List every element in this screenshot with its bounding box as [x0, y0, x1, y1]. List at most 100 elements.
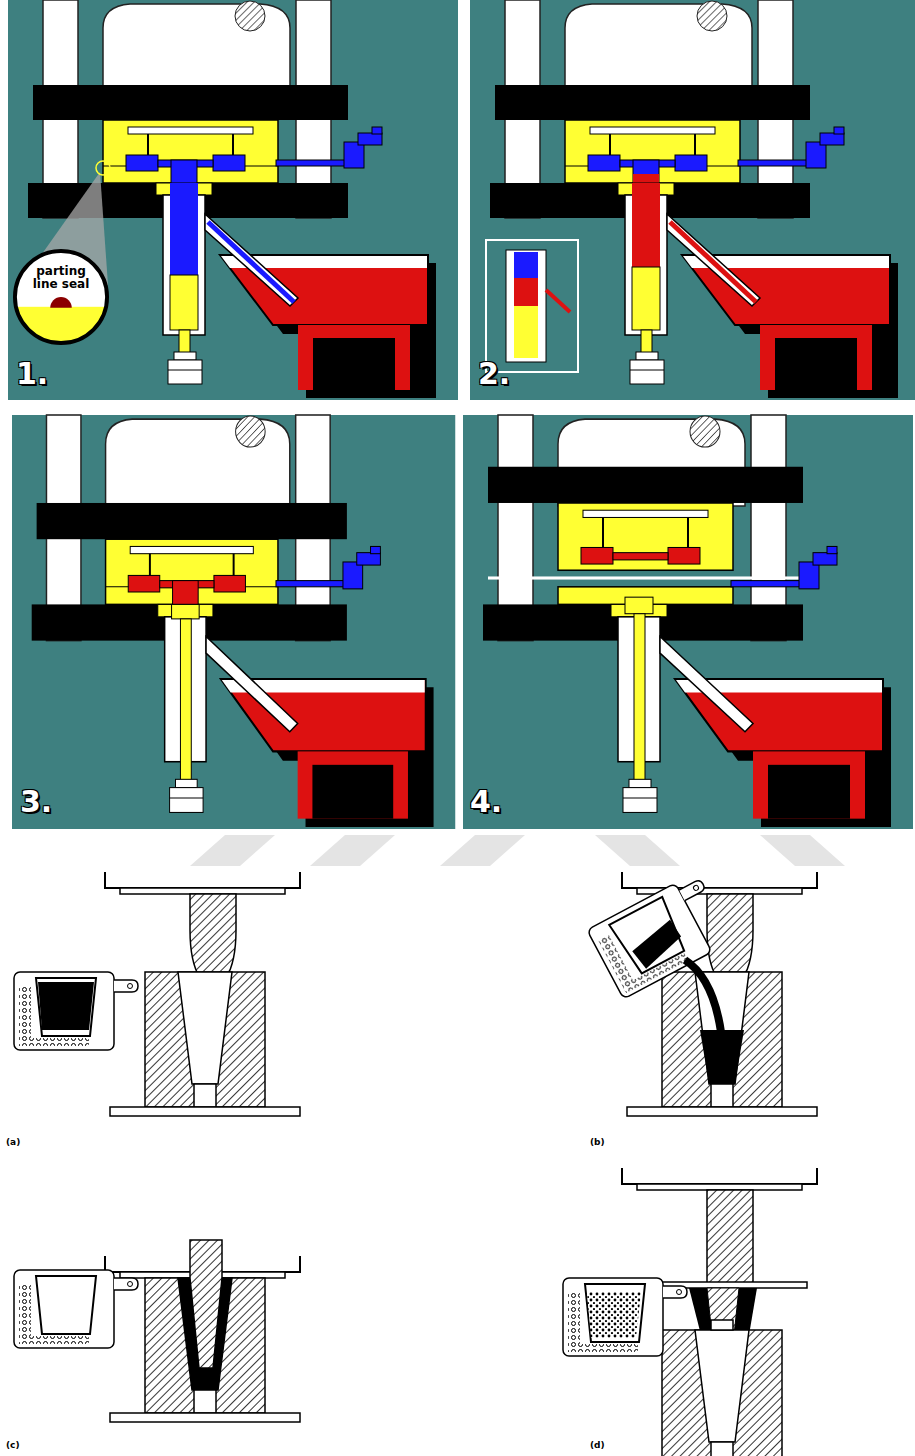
- inset-detail: [486, 240, 578, 372]
- squeeze-step-d: [563, 1168, 817, 1456]
- panel-1: [96, 161, 110, 175]
- squeeze-step-a: [190, 894, 236, 978]
- node-text: parting line seal: [12, 265, 110, 291]
- squeeze-step-b: [587, 872, 733, 999]
- squeeze-step-c: [190, 1240, 222, 1368]
- squeeze-step-c: [14, 1270, 138, 1348]
- squeeze-step-a: [14, 972, 138, 1050]
- step-number: 3.: [20, 784, 52, 819]
- subfigure-label: (c): [6, 1440, 20, 1450]
- squeeze-step-b: [587, 872, 733, 999]
- panel-4: [625, 597, 653, 614]
- panel-4: [602, 517, 604, 547]
- watermark: [310, 835, 395, 866]
- squeeze-step-b: [700, 1030, 744, 1084]
- panel-1: [208, 222, 294, 302]
- panel-4: [611, 604, 753, 761]
- subfigure-label: (d): [590, 1440, 605, 1450]
- squeeze-step-b: [707, 894, 753, 978]
- panel-1: [170, 275, 198, 330]
- watermark: [190, 835, 845, 866]
- subfigure-label: (b): [590, 1137, 605, 1147]
- panel-2: [470, 0, 915, 400]
- inset-detail: [546, 290, 570, 312]
- panel-4: [583, 510, 708, 517]
- panel-4: [634, 614, 645, 782]
- panel-2: [682, 255, 898, 398]
- squeeze-step-b: [627, 972, 817, 1116]
- squeeze-step-b: [622, 872, 817, 888]
- panel-3: [158, 604, 298, 761]
- panel-3: [180, 619, 191, 781]
- casting: [581, 547, 613, 564]
- watermark: [190, 835, 275, 866]
- squeeze-step-b: [685, 960, 721, 1032]
- panel-2: [641, 330, 652, 354]
- panel-3: [12, 415, 455, 829]
- panel-1: [220, 255, 436, 398]
- squeeze-step-d: [622, 1168, 817, 1184]
- squeeze-step-b: [587, 872, 817, 1116]
- squeeze-step-d: [707, 1190, 753, 1286]
- panel-4: [463, 415, 913, 829]
- squeeze-step-a: [38, 982, 94, 1030]
- callout-outline: [12, 248, 110, 346]
- inset-detail: [506, 250, 546, 362]
- panel-1: [276, 127, 382, 168]
- squeeze-step-b: [628, 919, 687, 971]
- panel-3: [170, 779, 203, 812]
- inset-detail: [486, 240, 578, 372]
- panel-3: [12, 415, 455, 829]
- panel-4: [687, 517, 689, 547]
- panel-4: [558, 503, 733, 570]
- panel-4: [675, 679, 891, 827]
- panel-2: [632, 267, 660, 330]
- squeeze-step-d: [711, 1320, 733, 1330]
- squeeze-step-a: [14, 872, 300, 1116]
- panel-4: [731, 546, 837, 588]
- panel-1: [168, 352, 202, 384]
- step-number: 2.: [478, 356, 510, 391]
- step-number: 1.: [16, 356, 48, 391]
- inset-detail: [514, 306, 538, 358]
- squeeze-step-a: [120, 888, 285, 894]
- panel-3: [276, 546, 380, 588]
- panel-1: [156, 183, 298, 335]
- callout-circle: parting line seal: [12, 248, 110, 346]
- casting: [613, 553, 668, 560]
- panel-2: [632, 197, 660, 267]
- panel-3: [221, 679, 434, 827]
- panel-3: [128, 575, 245, 606]
- squeeze-step-a: [110, 972, 300, 1116]
- squeeze-step-d: [563, 1278, 687, 1356]
- seal-symbol: [50, 297, 72, 308]
- panel-1: [8, 0, 458, 400]
- panel-2: [738, 127, 844, 168]
- watermark: [440, 835, 525, 866]
- casting: [668, 547, 700, 564]
- watermark: [760, 835, 845, 866]
- panel-3: [172, 604, 200, 618]
- panel-2: [588, 155, 707, 185]
- squeeze-step-d: [637, 1184, 802, 1190]
- casting: [581, 547, 700, 564]
- panel-4: [463, 415, 913, 829]
- squeeze-step-a: [105, 872, 300, 888]
- panel-2: [670, 222, 756, 302]
- panel-4: [623, 779, 657, 812]
- panel-1: [126, 155, 245, 185]
- panel-2: [630, 352, 664, 384]
- watermark: [595, 835, 680, 866]
- panel-2: [618, 183, 760, 335]
- panel-1: [179, 330, 190, 354]
- step-number: 4.: [470, 784, 502, 819]
- panel-2: [470, 0, 915, 400]
- inset-detail: [514, 252, 538, 278]
- panel-1: [8, 0, 458, 400]
- panel-1: [170, 183, 198, 275]
- panel-4: [488, 467, 803, 503]
- panel-4: [488, 576, 808, 579]
- inset-detail: [514, 278, 538, 306]
